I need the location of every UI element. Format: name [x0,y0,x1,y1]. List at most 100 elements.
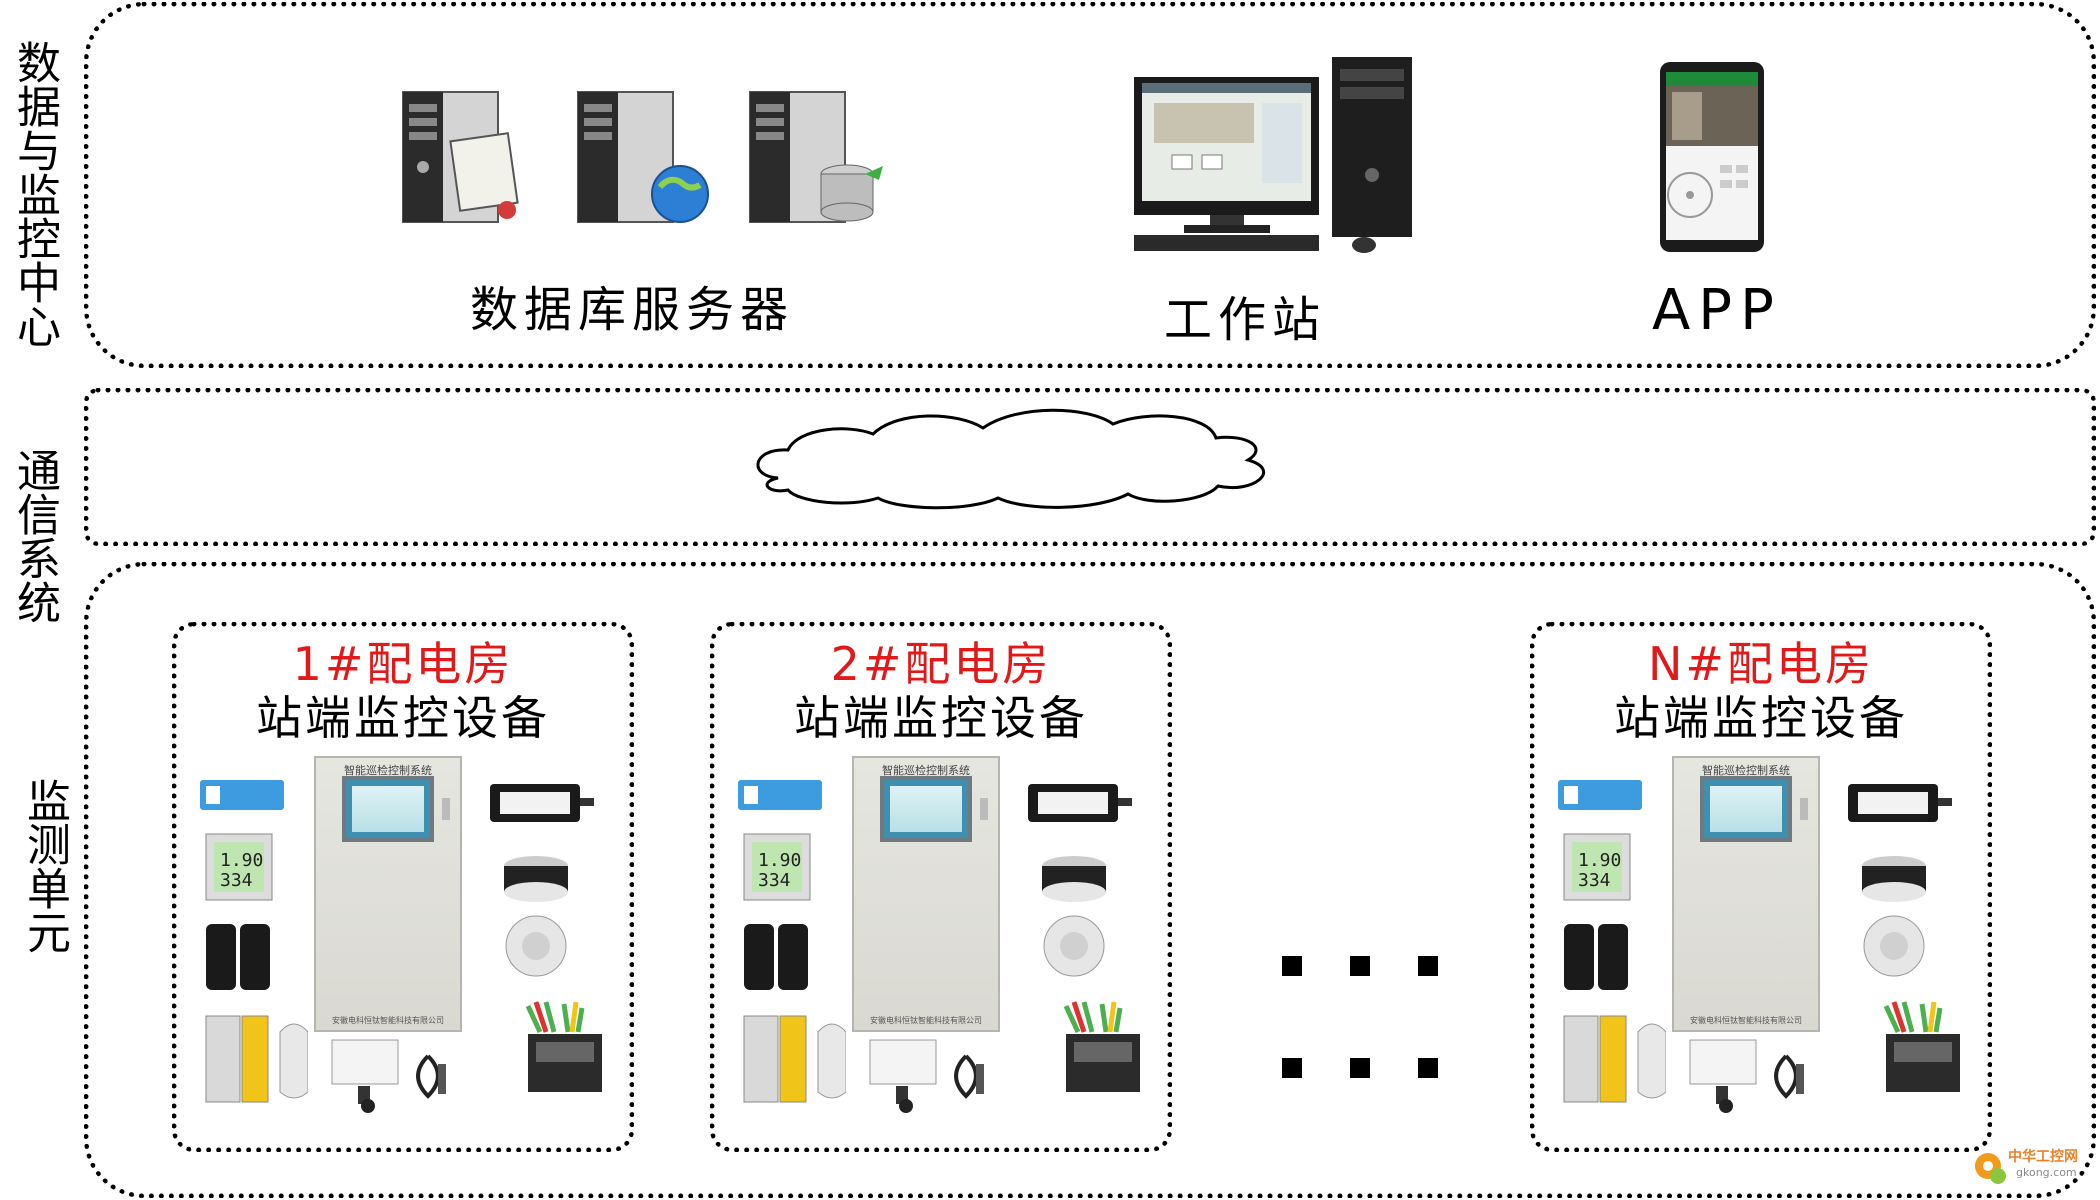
control-cabinet: 智能巡检控制系统 安徽电科恒钛智能科技有限公司 [1672,756,1820,1032]
humidity-sensor-icon [331,1039,399,1113]
watermark: 中华工控网 gkong.com [1968,1144,2088,1190]
right-devices [1848,784,1960,1092]
pir-sensor-icon [279,1023,308,1099]
server-certificate-icon [402,91,519,223]
server-database-icon [749,91,883,223]
cabinet-handle [1800,798,1808,820]
gear-logo-icon [1975,1153,2006,1184]
bottom-devices [869,1039,984,1113]
cabinet-header: 智能巡检控制系统 [344,764,432,777]
monitor-panel [84,562,2096,1198]
svg-text:334: 334 [758,870,791,891]
bottom-devices [331,1039,446,1113]
smoke-detector-icon [1863,915,1925,977]
control-cabinet: 智能巡检控制系统 安徽电科恒钛智能科技有限公司 [314,756,462,1032]
surge-protector-icon [205,1015,269,1103]
sound-light-alarm-icon [504,856,568,902]
watermark-line1: 中华工控网 [2008,1149,2078,1165]
water-leak-sensor-icon [954,1054,984,1099]
cabinet-handle [442,798,450,820]
cabinet-footer: 安徽电科恒钛智能科技有限公司 [870,1016,982,1025]
infrared-beam-sensor-icon [744,924,808,990]
temperature-transmitter-icon [1558,780,1642,810]
humidity-sensor-icon [1689,1039,1757,1113]
app-caption: APP [1652,278,1782,343]
temperature-transmitter-icon [200,780,284,810]
svg-text:1.90: 1.90 [1578,850,1621,871]
cabinet-header: 智能巡检控制系统 [882,764,970,777]
room-subtitle: 站端监控设备 [256,691,550,745]
smoke-detector-icon [1043,915,1105,977]
gateway-module-icon [490,784,594,822]
communication-panel [84,388,2096,546]
ellipsis-dot [1282,956,1302,976]
room-panel: N#配电房 站端监控设备 [1530,622,1992,1152]
surge-protector-icon [743,1015,807,1103]
workstation-caption: 工作站 [1164,292,1327,348]
right-devices [1028,784,1140,1092]
cloud-icon [756,408,1265,510]
side-label-monitor: 监测单元 [19,778,70,954]
database-servers-illustration [402,91,883,223]
mobile-phone-illustration [1660,62,1764,252]
side-label-comm: 通信系统 [9,448,60,624]
room-panel: 2#配电房 站端监控设备 [710,622,1172,1152]
water-leak-sensor-icon [416,1054,446,1099]
room-subtitle: 站端监控设备 [1614,691,1908,745]
ellipsis-dot [1418,956,1438,976]
gateway-module-icon [1848,784,1952,822]
humidity-sensor-icon [869,1039,937,1113]
room-title: N#配电房 [1648,637,1874,691]
temperature-transmitter-icon [738,780,822,810]
ellipsis-dot [1350,956,1370,976]
ellipsis-dot [1418,1058,1438,1078]
workstation-illustration [1134,57,1412,253]
surge-protector-icon [1563,1015,1627,1103]
db-server-caption: 数据库服务器 [470,282,795,338]
ellipsis-dot [1282,1058,1302,1078]
svg-text:1.90: 1.90 [758,850,801,871]
room-title: 1#配电房 [292,637,514,691]
cabinet-footer: 安徽电科恒钛智能科技有限公司 [1690,1016,1802,1025]
room-subtitle: 站端监控设备 [794,691,1088,745]
right-devices [490,784,602,1092]
pir-sensor-icon [1637,1023,1666,1099]
server-globe-icon [577,91,709,223]
cabinet-footer: 安徽电科恒钛智能科技有限公司 [332,1016,444,1025]
watermark-line2: gkong.com [2016,1166,2077,1179]
side-label-data-center: 数据与监控中心 [9,40,60,348]
cabinet-touchscreen [1700,776,1792,842]
sound-light-alarm-icon [1862,856,1926,902]
gateway-module-icon [1028,784,1132,822]
ellipsis-dot [1350,1058,1370,1078]
svg-text:334: 334 [220,870,253,891]
sound-light-alarm-icon [1042,856,1106,902]
cabinet-header: 智能巡检控制系统 [1702,764,1790,777]
temperature-lead-sensor-icon [525,1001,602,1092]
cabinet-handle [980,798,988,820]
temperature-lead-sensor-icon [1063,1001,1140,1092]
svg-text:334: 334 [1578,870,1611,891]
water-leak-sensor-icon [1774,1054,1804,1099]
smoke-detector-icon [505,915,567,977]
data-center-panel [84,2,2096,368]
bottom-devices [1689,1039,1804,1113]
room-panel: 1#配电房 站端监控设备 [172,622,634,1152]
temperature-lead-sensor-icon [1883,1001,1960,1092]
cabinet-touchscreen [880,776,972,842]
pir-sensor-icon [817,1023,846,1099]
control-cabinet: 智能巡检控制系统 安徽电科恒钛智能科技有限公司 [852,756,1000,1032]
cabinet-touchscreen [342,776,434,842]
infrared-beam-sensor-icon [206,924,270,990]
svg-text:1.90: 1.90 [220,850,263,871]
room-title: 2#配电房 [830,637,1052,691]
